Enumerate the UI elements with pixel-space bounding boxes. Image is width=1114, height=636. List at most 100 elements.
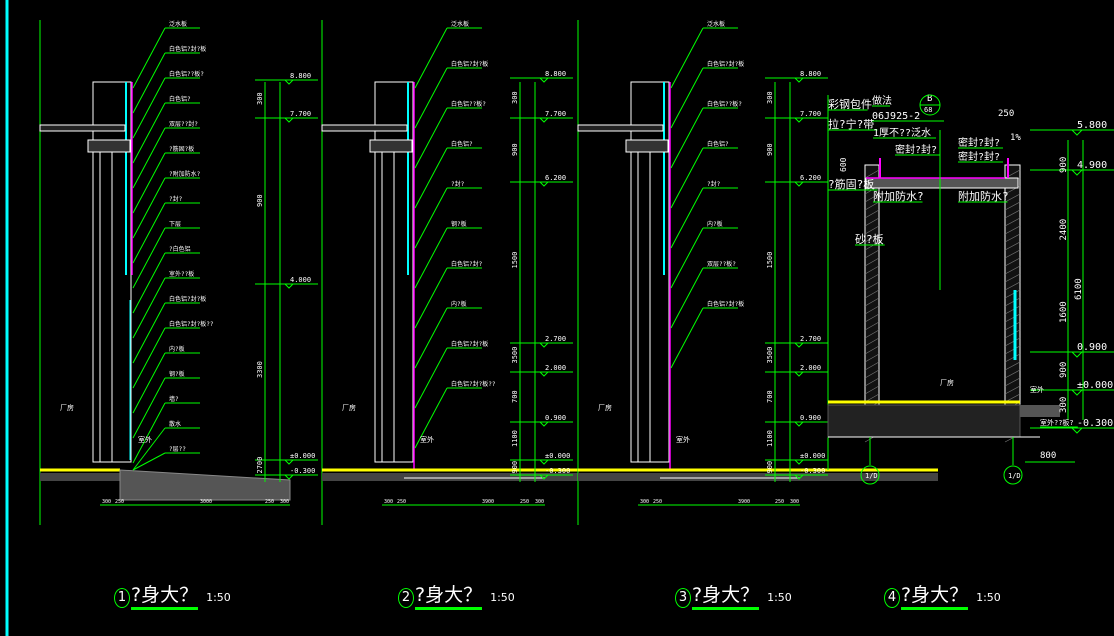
hatch <box>1004 209 1021 219</box>
dimension-text: 1500 <box>511 252 519 269</box>
elevation-marker-icon <box>283 459 295 465</box>
hatch <box>864 337 880 347</box>
floor-slab <box>827 404 1021 438</box>
section-title-text: ?身大？ <box>131 580 199 610</box>
annotation-label: 泛水板 <box>451 20 469 28</box>
section-number-bubble: 4 <box>884 588 900 608</box>
leader-line <box>414 27 448 89</box>
section-number-bubble: 1 <box>114 588 130 608</box>
elevation-label: ±0.000 <box>800 452 825 460</box>
bottom-dimension-text: 300 <box>535 499 544 505</box>
leader-line <box>132 327 166 389</box>
elevation-label: 8.800 <box>290 72 311 80</box>
hatch <box>864 225 880 235</box>
bottom-dimension-text: 250 <box>520 499 529 505</box>
elevation-marker-icon <box>538 474 550 480</box>
hatch <box>864 193 880 203</box>
section-title-2: 2?身大？1:50 <box>398 580 515 610</box>
leader-line <box>132 102 166 164</box>
annotation-label: 白色铝?封?板 <box>169 45 206 53</box>
roof-beam <box>87 139 131 153</box>
bottom-dimension-text: 300 <box>280 499 289 505</box>
hatch <box>1004 321 1021 331</box>
leader-line <box>132 402 166 464</box>
elevation-label: 8.800 <box>800 70 821 78</box>
canopy-slab <box>321 124 408 132</box>
room-label: 厂房 <box>940 378 954 387</box>
annotation-label: 白色铝? <box>169 95 191 103</box>
annotation-label: 钢?板 <box>169 370 185 378</box>
dimension-text: 300 <box>1059 397 1069 413</box>
hatch <box>1004 297 1021 307</box>
hatch <box>1004 201 1021 211</box>
hatch <box>1004 281 1021 291</box>
annotation-label: 砂?板 <box>855 232 884 246</box>
hatch <box>864 273 880 283</box>
hatch <box>864 281 880 291</box>
annotation-label: 白色铝?封? <box>451 260 483 268</box>
section-number-bubble: 3 <box>675 588 691 608</box>
hatch <box>864 313 880 323</box>
dimension-text: 3500 <box>511 347 519 364</box>
bottom-dimension-text: 250 <box>775 499 784 505</box>
annotation-label: 做法 <box>872 94 892 107</box>
annotation-label: 钢?板 <box>451 220 467 228</box>
hatch <box>864 329 880 339</box>
section-scale: 1:50 <box>206 591 231 604</box>
annotation-label: 内?板 <box>451 300 467 308</box>
elevation-marker-icon <box>793 77 805 83</box>
leader-line <box>132 52 166 114</box>
leader-line <box>132 252 166 314</box>
leader-line <box>414 107 448 169</box>
axis-bubble-icon <box>860 465 880 485</box>
hatch <box>1004 289 1021 299</box>
annotation-label: 白色铝?封?板 <box>451 340 488 348</box>
leader-line <box>132 227 166 289</box>
dimension-text: 6100 <box>1074 278 1084 300</box>
section-title-3: 3?身大？1:50 <box>675 580 792 610</box>
section-number-bubble: 2 <box>398 588 414 608</box>
hatch <box>1004 385 1021 395</box>
hatch <box>1004 345 1021 355</box>
annotation-label: 下层 <box>169 221 181 228</box>
dimension-text: 900 <box>1059 157 1069 173</box>
section-title-1: 1?身大？ 1:50 <box>114 580 231 610</box>
axis-label: 1/D <box>865 472 878 480</box>
canopy-slab <box>577 124 664 132</box>
elevation-marker-icon <box>283 79 295 85</box>
hatch <box>864 233 880 243</box>
bottom-dimension-text: 250 <box>265 499 274 505</box>
hatch <box>1004 233 1021 243</box>
dimension-text: 900 <box>511 461 519 474</box>
annotation-label: 墙? <box>169 395 179 403</box>
annotation-label: 彩钢包件 <box>828 98 872 111</box>
room-label: 室外 <box>676 435 690 444</box>
elevation-label: ±0.000 <box>1077 380 1113 391</box>
section-title-text: ?身大？ <box>692 580 760 610</box>
room-label: 室外 <box>420 435 434 444</box>
leader-line <box>132 177 166 239</box>
hatch <box>864 289 880 299</box>
annotation-label: B <box>927 94 932 104</box>
dimension-text: 900 <box>511 143 519 156</box>
dimension-text: 900 <box>1059 362 1069 378</box>
elevation-marker-icon <box>538 421 550 427</box>
elevation-marker-icon <box>1070 427 1084 434</box>
annotation-label: ?封? <box>707 180 721 188</box>
leader-line <box>132 352 166 414</box>
leader-line <box>670 267 704 329</box>
slope-ground <box>119 469 291 501</box>
leader-line <box>670 147 704 209</box>
section-scale: 1:50 <box>976 591 1001 604</box>
ground-fill <box>322 473 682 481</box>
annotation-label: 白色铝??板? <box>707 100 742 108</box>
dimension-text: 700 <box>766 390 774 403</box>
hatch <box>864 209 880 219</box>
elevation-label: 2.000 <box>800 364 821 372</box>
leader-line <box>132 127 166 189</box>
leader-line <box>414 147 448 209</box>
hatch <box>864 345 880 355</box>
annotation-label: 双层??封? <box>169 120 198 128</box>
elevation-label: 2.700 <box>545 335 566 343</box>
